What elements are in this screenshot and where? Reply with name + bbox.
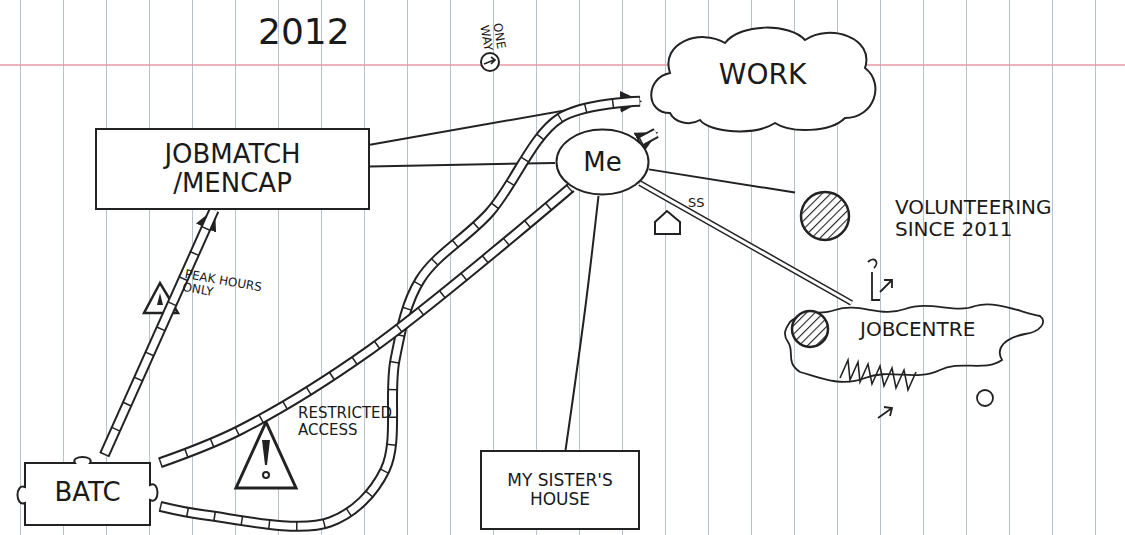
- warning-mark: [157, 293, 163, 305]
- node-ellipse: Me: [555, 128, 650, 196]
- road-connector: [104, 210, 214, 455]
- hatched-circle: [801, 192, 849, 240]
- node-label: JOBMATCH /MENCAP: [125, 140, 340, 197]
- warning-mark: [262, 440, 270, 465]
- note-label: RESTRICTED ACCESS: [298, 405, 420, 438]
- node-texts: Me: [583, 148, 621, 177]
- connector-line: [566, 196, 599, 450]
- road-ticks: [640, 133, 656, 142]
- scribble-outline: [785, 304, 1043, 382]
- ellipse-shape: [557, 130, 649, 195]
- warning-dot: [263, 472, 269, 478]
- note-label: PEAK HOURS ONLY: [181, 268, 266, 308]
- node-texts: BATC: [54, 478, 120, 507]
- connector-line: [640, 183, 852, 303]
- note-label: SS: [688, 196, 718, 210]
- node-label: Me: [583, 148, 621, 177]
- node-hatchLeft: VOLUNTEERING SINCE 2011: [795, 186, 1115, 250]
- node-puzzle: BATC: [15, 455, 160, 530]
- connector-line: [640, 133, 656, 142]
- road-inner: [640, 183, 852, 303]
- hatched-circle: [792, 311, 828, 347]
- one-way-sign: [481, 53, 499, 71]
- house-icon: [655, 211, 680, 234]
- margin-line: [0, 64, 1125, 66]
- node-texts: MY SISTER'S HOUSE: [490, 471, 630, 508]
- road-ticks: [160, 187, 571, 462]
- node-rect: MY SISTER'S HOUSE: [480, 450, 640, 530]
- line-connector: [566, 196, 599, 450]
- cloud-shape: [651, 28, 875, 132]
- road-connector: [160, 187, 571, 462]
- scribble: [840, 360, 916, 390]
- line-connector: [649, 169, 795, 192]
- road-inner: [104, 210, 214, 455]
- node-texts: JOBMATCH /MENCAP: [125, 140, 340, 197]
- node-label: VOLUNTEERING SINCE 2011: [895, 196, 1110, 240]
- connector-line: [649, 169, 795, 192]
- node-texts: JOBCENTRE: [860, 318, 975, 340]
- node-label: BATC: [54, 478, 120, 507]
- double-connector: [640, 183, 852, 303]
- note-label: ONE WAY: [477, 22, 510, 66]
- small-circle: [977, 390, 993, 406]
- small-arrow: [878, 407, 892, 418]
- small-arrow: [880, 280, 892, 292]
- road-ticks: [104, 210, 214, 455]
- connector-line: [104, 210, 214, 455]
- node-cloud: WORK: [640, 18, 885, 133]
- road-connector: [640, 133, 656, 142]
- node-texts: VOLUNTEERING SINCE 2011: [895, 196, 1110, 240]
- node-rect: JOBMATCH /MENCAP: [95, 128, 370, 210]
- scribble: [868, 260, 880, 300]
- node-label: MY SISTER'S HOUSE: [490, 471, 630, 508]
- node-label: JOBCENTRE: [860, 318, 975, 340]
- puzzle-shape: [18, 457, 158, 525]
- node-texts: WORK: [719, 60, 807, 91]
- road-inner: [640, 133, 656, 142]
- node-hatchLeft: JOBCENTRE: [790, 303, 1005, 355]
- connector-line: [160, 187, 571, 462]
- title-text: 2012: [258, 12, 350, 52]
- sign-arrow: [484, 57, 495, 64]
- node-label: WORK: [719, 60, 807, 91]
- road-inner: [160, 187, 571, 462]
